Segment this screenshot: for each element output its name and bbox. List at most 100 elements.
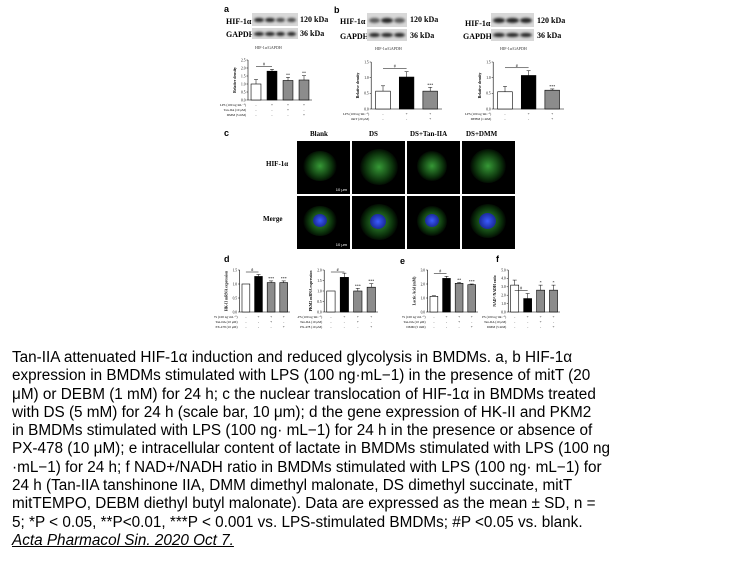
condition-mark: - xyxy=(344,320,346,324)
blot-label-hif: HIF-1α xyxy=(226,17,252,26)
bar xyxy=(375,90,391,110)
western-blot-hif xyxy=(367,13,407,27)
size-label: 36 kDa xyxy=(410,31,435,40)
y-axis-label: Relative density xyxy=(356,72,360,98)
y-tick-label: 3.0 xyxy=(501,285,506,289)
y-axis-label: PKM2 mRNA expression xyxy=(309,270,313,312)
condition-label: LPS (100 ng·mL⁻¹) xyxy=(402,315,426,319)
condition-mark: - xyxy=(382,117,384,121)
condition-mark: - xyxy=(245,320,247,324)
y-tick-label: 1.0 xyxy=(421,296,426,300)
condition-mark: + xyxy=(540,315,542,319)
y-tick-label: 4.0 xyxy=(501,277,506,281)
hash-marker: # xyxy=(520,286,522,291)
western-blot-gapdh xyxy=(491,29,534,41)
condition-mark: + xyxy=(429,112,431,116)
panel-label-f: f xyxy=(496,254,499,264)
y-axis-label: Relative density xyxy=(233,67,237,93)
scale-bar: 10 μm xyxy=(335,187,347,192)
micrograph: 10 μm xyxy=(297,196,350,249)
condition-label: LPS (100 ng·mL⁻¹) xyxy=(297,315,322,319)
bar xyxy=(241,283,251,313)
bar xyxy=(497,91,513,110)
micrograph: 10 μm xyxy=(297,141,350,194)
micrograph xyxy=(352,196,405,249)
hash-marker: # xyxy=(439,268,441,273)
bar xyxy=(298,79,310,101)
bar xyxy=(454,282,464,313)
hash-marker: # xyxy=(251,267,253,272)
condition-mark: + xyxy=(528,112,530,116)
bar xyxy=(536,289,545,313)
bar xyxy=(467,284,476,313)
condition-mark: - xyxy=(459,325,461,329)
panel-label-b: b xyxy=(334,5,340,15)
y-tick-label: 0.0 xyxy=(486,107,491,111)
condition-label: PX-478 (10 μM) xyxy=(215,325,237,329)
hash-marker: # xyxy=(516,63,518,68)
condition-label: Tan-IIA (10 μM) xyxy=(224,108,246,112)
blot-label-gapdh: GAPDH xyxy=(226,30,255,39)
condition-label: LPS (100 ng·mL⁻¹) xyxy=(465,112,491,116)
row-label: HIF-1α xyxy=(266,160,289,168)
bar xyxy=(442,278,451,313)
condition-mark: - xyxy=(271,108,273,112)
western-blot-gapdh xyxy=(367,29,407,41)
condition-mark: - xyxy=(271,113,273,117)
bar xyxy=(279,282,288,313)
y-tick-label: 0.5 xyxy=(317,300,322,304)
significance-marker: *** xyxy=(281,276,287,281)
condition-mark: + xyxy=(406,112,408,116)
condition-mark: - xyxy=(433,315,435,319)
column-label: Blank xyxy=(310,130,328,138)
micrograph xyxy=(407,196,460,249)
bar xyxy=(250,83,262,101)
blot-label-hif: HIF-1α xyxy=(465,19,491,28)
condition-mark: + xyxy=(527,315,529,319)
condition-mark: + xyxy=(540,320,542,324)
y-tick-label: 0.5 xyxy=(486,92,491,96)
significance-marker: *** xyxy=(427,82,433,87)
condition-mark: - xyxy=(471,320,473,324)
condition-mark: - xyxy=(446,320,448,324)
condition-mark: + xyxy=(471,315,473,319)
condition-mark: - xyxy=(330,315,332,319)
bar xyxy=(544,89,560,110)
y-tick-label: 0.0 xyxy=(317,310,322,314)
scale-bar: 10 μm xyxy=(335,242,347,247)
caption-line: ·mL−1) for 24 h; f NAD+/NADH ratio in BM… xyxy=(12,458,602,476)
caption-line: 24 h (Tan-IIA tanshinone IIA, DMM dimeth… xyxy=(12,477,573,495)
panel-label-d: d xyxy=(224,254,230,264)
bar xyxy=(353,290,363,313)
chart-title: HIF-1α/GAPDH xyxy=(255,45,282,50)
bar xyxy=(520,75,537,110)
condition-mark: - xyxy=(528,117,530,121)
condition-label: DEBM (1 mM) xyxy=(471,117,492,121)
micrograph xyxy=(407,141,460,194)
size-label: 120 kDa xyxy=(410,15,439,24)
caption-line: with DS (5 mM) for 24 h (scale bar, 10 μ… xyxy=(12,403,592,421)
bar xyxy=(366,286,376,313)
y-tick-label: 2.0 xyxy=(501,294,506,298)
hash-marker: # xyxy=(263,61,265,66)
size-label: 120 kDa xyxy=(300,15,329,24)
citation-link[interactable]: Acta Pharmacol Sin. 2020 Oct 7. xyxy=(12,531,234,549)
y-tick-label: 2.0 xyxy=(241,66,246,70)
bar xyxy=(429,296,439,313)
y-axis-label: Relative density xyxy=(478,72,482,98)
western-blot-hif xyxy=(252,13,298,26)
size-label: 120 kDa xyxy=(537,16,566,25)
bar xyxy=(326,290,336,313)
size-label: 36 kDa xyxy=(300,29,325,38)
y-tick-label: 2.0 xyxy=(421,282,426,286)
significance-marker: * xyxy=(553,280,555,285)
y-tick-label: 0.5 xyxy=(233,296,238,300)
panel-label-e: e xyxy=(400,256,406,266)
caption-line: PX-478 (10 μM); e intracellular content … xyxy=(12,440,611,458)
condition-mark: - xyxy=(330,325,332,329)
caption-line: expression in BMDMs stimulated with LPS … xyxy=(12,367,591,385)
caption-line: Tan-IIA attenuated HIF-1α induction and … xyxy=(12,349,573,366)
